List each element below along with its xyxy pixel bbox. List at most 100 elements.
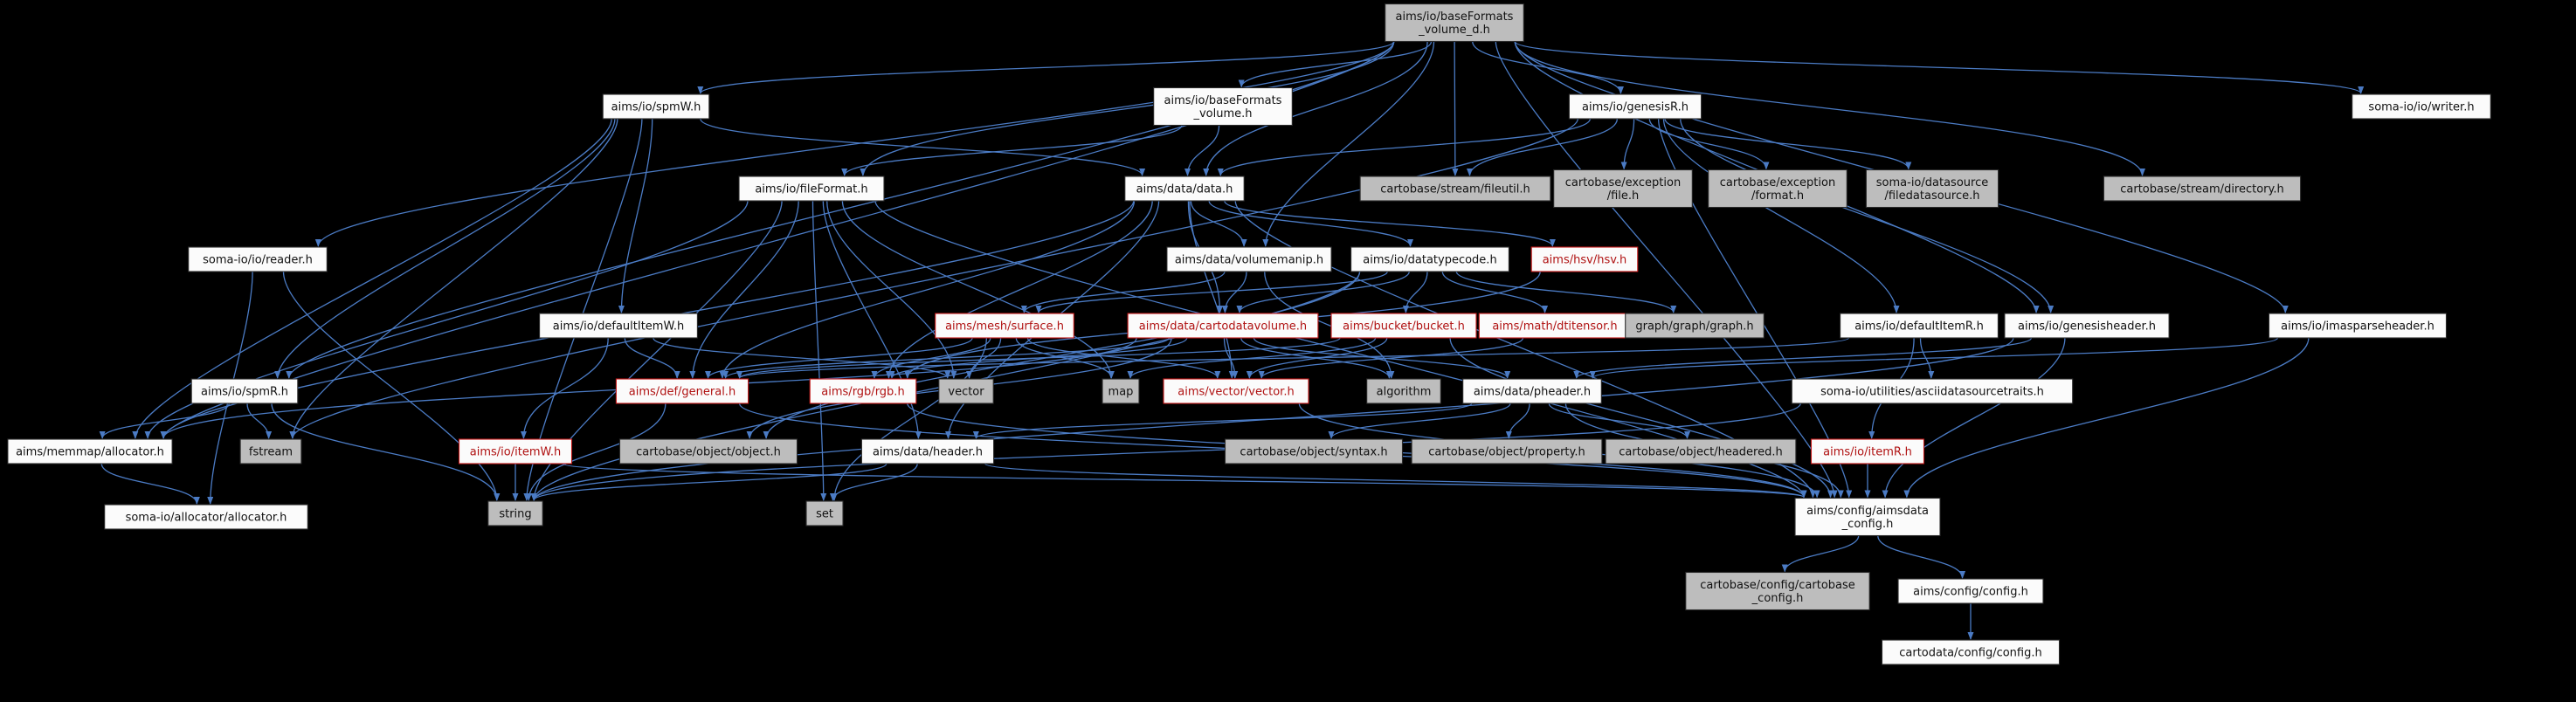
graph-node-filedatasource[interactable]: soma-io/datasource/filedatasource.h <box>1865 169 1999 209</box>
graph-node-spmr[interactable]: aims/io/spmR.h <box>190 378 299 404</box>
include-edge-spmw-to-data <box>700 118 1145 176</box>
include-edge-defaultitemw-to-general <box>624 337 680 379</box>
include-edge-asciitraits-to-string <box>530 403 1801 501</box>
include-edge-data-to-datatypecode <box>1208 200 1413 247</box>
graph-node-label: aims/io/spmR.h <box>201 386 288 399</box>
include-edge-pheader-to-headered <box>1548 403 1690 439</box>
graph-node-general[interactable]: aims/def/general.h <box>615 378 749 404</box>
include-edge-data-to-volumemanip <box>1190 200 1247 247</box>
graph-node-string[interactable]: string <box>487 500 543 526</box>
graph-node-itemw[interactable]: aims/io/itemW.h <box>458 438 573 465</box>
graph-node-fileutil[interactable]: cartobase/stream/fileutil.h <box>1359 176 1551 202</box>
include-edge-pheader-to-syntax <box>1328 403 1511 439</box>
include-edge-genesisr-to-exc_file <box>1620 118 1635 170</box>
include-edge-volumemanip-to-surface <box>1020 271 1226 313</box>
graph-node-hsv[interactable]: aims/hsv/hsv.h <box>1530 246 1639 272</box>
include-edge-fileformat-to-set <box>811 200 827 501</box>
graph-node-defaultitemr[interactable]: aims/io/defaultItemR.h <box>1840 313 1999 339</box>
graph-node-fileformat[interactable]: aims/io/fileFormat.h <box>738 176 885 202</box>
graph-node-label: aims/hsv/hsv.h <box>1543 254 1627 267</box>
graph-node-imasparseheader[interactable]: aims/io/imasparseheader.h <box>2268 313 2448 339</box>
graph-node-aimsconfig[interactable]: aims/config/aimsdata_config.h <box>1794 497 1941 537</box>
include-edge-cartodatavolume-to-general <box>722 337 1170 379</box>
graph-node-reader[interactable]: soma-io/io/reader.h <box>188 246 328 272</box>
graph-node-pheader[interactable]: aims/data/pheader.h <box>1462 378 1602 404</box>
graph-node-genesisheader[interactable]: aims/io/genesisheader.h <box>2004 313 2170 339</box>
graph-node-map[interactable]: map <box>1102 378 1140 404</box>
graph-node-cartodataconfig[interactable]: cartodata/config/config.h <box>1881 639 2061 665</box>
include-edge-baseformats_volume_d-to-baseformats_volume <box>1238 41 1433 88</box>
graph-node-rgb[interactable]: aims/rgb/rgb.h <box>809 378 917 404</box>
include-edge-genesisr-to-data <box>1217 118 1592 176</box>
graph-node-exc_format[interactable]: cartobase/exception/format.h <box>1708 169 1847 209</box>
graph-node-volumemanip[interactable]: aims/data/volumemanip.h <box>1166 246 1332 272</box>
graph-node-baseformats_volume_d: aims/io/baseFormats_volume_d.h <box>1385 3 1524 43</box>
graph-node-label: aims/io/defaultItemW.h <box>553 320 684 334</box>
graph-node-property[interactable]: cartobase/object/property.h <box>1411 438 1603 465</box>
graph-node-exc_file[interactable]: cartobase/exception/file.h <box>1553 169 1693 209</box>
graph-node-label: aims/config/config.h <box>1913 586 2028 599</box>
include-edge-fileformat-to-general <box>689 200 799 379</box>
include-edge-surface-to-aimsvector <box>1026 337 1221 379</box>
graph-node-label: vector <box>948 386 984 399</box>
include-edge-cartodatavolume-to-pheader <box>1253 337 1511 379</box>
graph-node-itemr[interactable]: aims/io/itemR.h <box>1810 438 1925 465</box>
graph-node-cartodatavolume[interactable]: aims/data/cartodatavolume.h <box>1127 313 1319 339</box>
include-edge-data-to-general <box>719 200 1136 379</box>
graph-node-label: aims/io/baseFormats_volume.h <box>1164 94 1282 120</box>
graph-node-label: aims/rgb/rgb.h <box>821 386 904 399</box>
graph-node-fstream[interactable]: fstream <box>239 438 302 465</box>
graph-node-defaultitemw[interactable]: aims/io/defaultItemW.h <box>539 313 698 339</box>
include-edge-genesisr-to-fstream <box>289 118 1579 439</box>
graph-node-label: cartobase/object/object.h <box>636 446 781 459</box>
include-edge-baseformats_volume_d-to-fileformat <box>860 41 1395 176</box>
include-edge-fileformat-to-memmap <box>144 200 749 439</box>
graph-node-vector[interactable]: vector <box>938 378 994 404</box>
graph-node-memmap[interactable]: aims/memmap/allocator.h <box>7 438 173 465</box>
include-edge-spmw-to-spmr <box>274 118 616 379</box>
graph-node-cartobaseconfig[interactable]: cartobase/config/cartobase_config.h <box>1685 571 1870 611</box>
graph-node-surface[interactable]: aims/mesh/surface.h <box>935 313 1074 339</box>
graph-node-aimsconfig2[interactable]: aims/config/config.h <box>1897 578 2044 604</box>
graph-node-genesisr[interactable]: aims/io/genesisR.h <box>1568 93 1702 120</box>
graph-node-header[interactable]: aims/data/header.h <box>860 438 995 465</box>
graph-node-directory[interactable]: cartobase/stream/directory.h <box>2103 176 2302 202</box>
graph-node-spmw[interactable]: aims/io/spmW.h <box>602 93 710 120</box>
graph-node-graph[interactable]: graph/graph/graph.h <box>1625 313 1765 339</box>
include-edge-spmw-to-string <box>523 118 643 501</box>
graph-node-label: aims/config/aimsdata_config.h <box>1806 505 1929 531</box>
include-edge-defaultitemr-to-general <box>736 337 1850 379</box>
include-edge-header-to-set <box>829 463 918 501</box>
graph-node-dtitensor[interactable]: aims/math/dtitensor.h <box>1478 313 1632 339</box>
graph-node-label: aims/data/pheader.h <box>1474 386 1591 399</box>
graph-node-label: aims/data/data.h <box>1136 183 1233 196</box>
graph-node-data[interactable]: aims/data/data.h <box>1124 176 1245 202</box>
graph-node-object[interactable]: cartobase/object/object.h <box>618 438 798 465</box>
include-edge-pheader-to-property <box>1505 403 1530 439</box>
graph-node-set[interactable]: set <box>805 500 844 526</box>
graph-node-label: algorithm <box>1377 386 1432 399</box>
include-edge-defaultitemw-to-itemw <box>520 337 609 439</box>
graph-node-label: cartobase/exception/file.h <box>1565 176 1681 203</box>
graph-node-asciitraits[interactable]: soma-io/utilities/asciidatasourcetraits.… <box>1791 378 2074 404</box>
include-edge-genesisheader-to-aimsconfig <box>1882 337 2066 499</box>
graph-node-aimsvector[interactable]: aims/vector/vector.h <box>1163 378 1309 404</box>
include-edge-spmw-to-memmap <box>132 118 612 439</box>
graph-node-headered[interactable]: cartobase/object/headered.h <box>1605 438 1797 465</box>
include-edge-spmr-to-memmap <box>99 403 230 439</box>
include-edge-spmw-to-defaultitemw <box>618 118 653 313</box>
graph-node-algorithm[interactable]: algorithm <box>1366 378 1441 404</box>
graph-node-datatypecode[interactable]: aims/io/datatypecode.h <box>1350 246 1509 272</box>
graph-node-baseformats_volume[interactable]: aims/io/baseFormats_volume.h <box>1153 86 1293 127</box>
graph-node-label: aims/mesh/surface.h <box>945 320 1064 334</box>
graph-node-syntax[interactable]: cartobase/object/syntax.h <box>1224 438 1404 465</box>
include-edge-genesisr-to-genesisheader <box>1680 118 2055 313</box>
graph-node-somaalloc[interactable]: soma-io/allocator/allocator.h <box>104 504 308 530</box>
graph-node-label: aims/io/spmW.h <box>611 101 701 114</box>
graph-node-writer[interactable]: soma-io/io/writer.h <box>2352 93 2491 120</box>
include-edge-datatypecode-to-graph <box>1455 271 1677 313</box>
graph-node-label: cartobase/exception/format.h <box>1720 176 1835 203</box>
graph-node-label: aims/io/itemR.h <box>1823 446 1912 459</box>
graph-node-bucket[interactable]: aims/bucket/bucket.h <box>1330 313 1477 339</box>
